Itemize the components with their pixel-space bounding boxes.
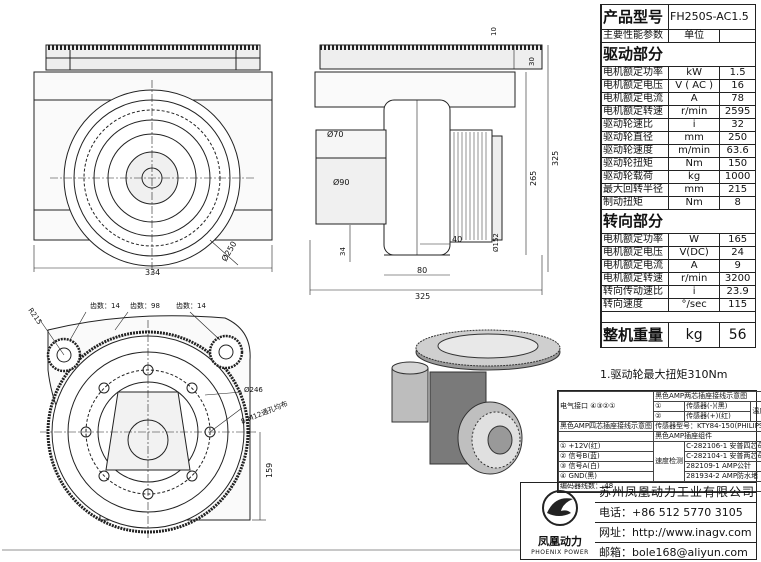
torque-note: 1.驱动轮最大扭矩310Nm xyxy=(600,366,727,382)
spec-model: FH250S-AC1.5 xyxy=(669,5,756,30)
front-view xyxy=(34,45,272,275)
dim-side-80: 80 xyxy=(417,266,427,275)
dim-teeth-left: 齿数：14 xyxy=(90,301,120,310)
spec-drive-section: 驱动部分 xyxy=(602,43,756,67)
spec-header-param: 主要性能参数 xyxy=(602,30,669,43)
company-website[interactable]: 网址：http://www.inagv.com xyxy=(595,523,756,543)
wiring-pin: ① xyxy=(609,402,615,410)
dim-side-height-325: 325 xyxy=(551,151,560,166)
company-logo: 凤凰动力 PHOENIX POWER xyxy=(527,489,593,556)
wiring-connector-label: 电气接口 xyxy=(560,402,588,410)
dim-teeth-right: 齿数：14 xyxy=(176,301,206,310)
wiring-sensor-type: 传感器型号：KTY84-150(PHILIPS) xyxy=(654,422,761,432)
spec-weight-label: 整机重量 xyxy=(602,323,669,348)
logo-cn: 凤凰动力 xyxy=(527,533,593,549)
wiring-four-pin-header xyxy=(559,432,654,442)
company-block: 凤凰动力 PHOENIX POWER 苏州凤凰动力工业有限公司 电话：+86 5… xyxy=(520,482,757,560)
dim-bottom-height: 159 xyxy=(265,463,274,478)
spec-weight-value: 56 xyxy=(720,323,756,348)
dim-side-34: 34 xyxy=(339,247,347,256)
dim-side-40: 40 xyxy=(452,235,462,244)
dim-side-top-height: 30 xyxy=(528,57,536,66)
dim-shaft-90: Ø90 xyxy=(333,177,349,187)
dim-front-wheel-dia: Ø250 xyxy=(219,239,238,263)
side-view xyxy=(310,45,548,295)
dim-shaft-70: Ø70 xyxy=(327,129,343,139)
wiring-four-header: 黑色AMP四芯插座接线示意图 xyxy=(559,422,654,432)
company-email[interactable]: 邮箱：bole168@aliyun.com xyxy=(595,543,756,562)
spec-header-unit: 单位 xyxy=(669,30,720,43)
dim-side-width: 325 xyxy=(415,292,430,301)
company-phone: 电话：+86 512 5770 3105 xyxy=(595,503,756,523)
dim-bottom-radius: R215 xyxy=(26,307,43,327)
dim-side-height-265: 265 xyxy=(529,171,538,186)
company-name: 苏州凤凰动力工业有限公司 xyxy=(595,483,756,503)
product-3d-view xyxy=(392,330,560,474)
wiring-table: 电气接口 ④③②① 黑色AMP两芯插座接线示意图 ①传感器(-)(黑)温度检测 … xyxy=(557,390,757,493)
dim-front-width: 334 xyxy=(145,268,160,277)
bottom-view xyxy=(40,312,266,540)
wiring-black-header: 黑色AMP两芯插座接线示意图 xyxy=(654,392,761,402)
logo-en: PHOENIX POWER xyxy=(527,549,593,556)
dim-motor-dia: Ø152 xyxy=(492,233,500,252)
spec-steer-section: 转向部分 xyxy=(602,210,756,234)
spec-weight-unit: kg xyxy=(669,323,720,348)
wiring-four-header2: 黑色AMP插座组件 xyxy=(654,432,761,442)
dim-side-top-offset: 10 xyxy=(490,27,498,36)
dim-teeth-mid: 齿数：98 xyxy=(130,301,160,310)
phoenix-logo-icon xyxy=(539,489,581,527)
dim-pcd: Ø246 xyxy=(244,386,263,394)
spec-title: 产品型号 xyxy=(602,5,669,30)
